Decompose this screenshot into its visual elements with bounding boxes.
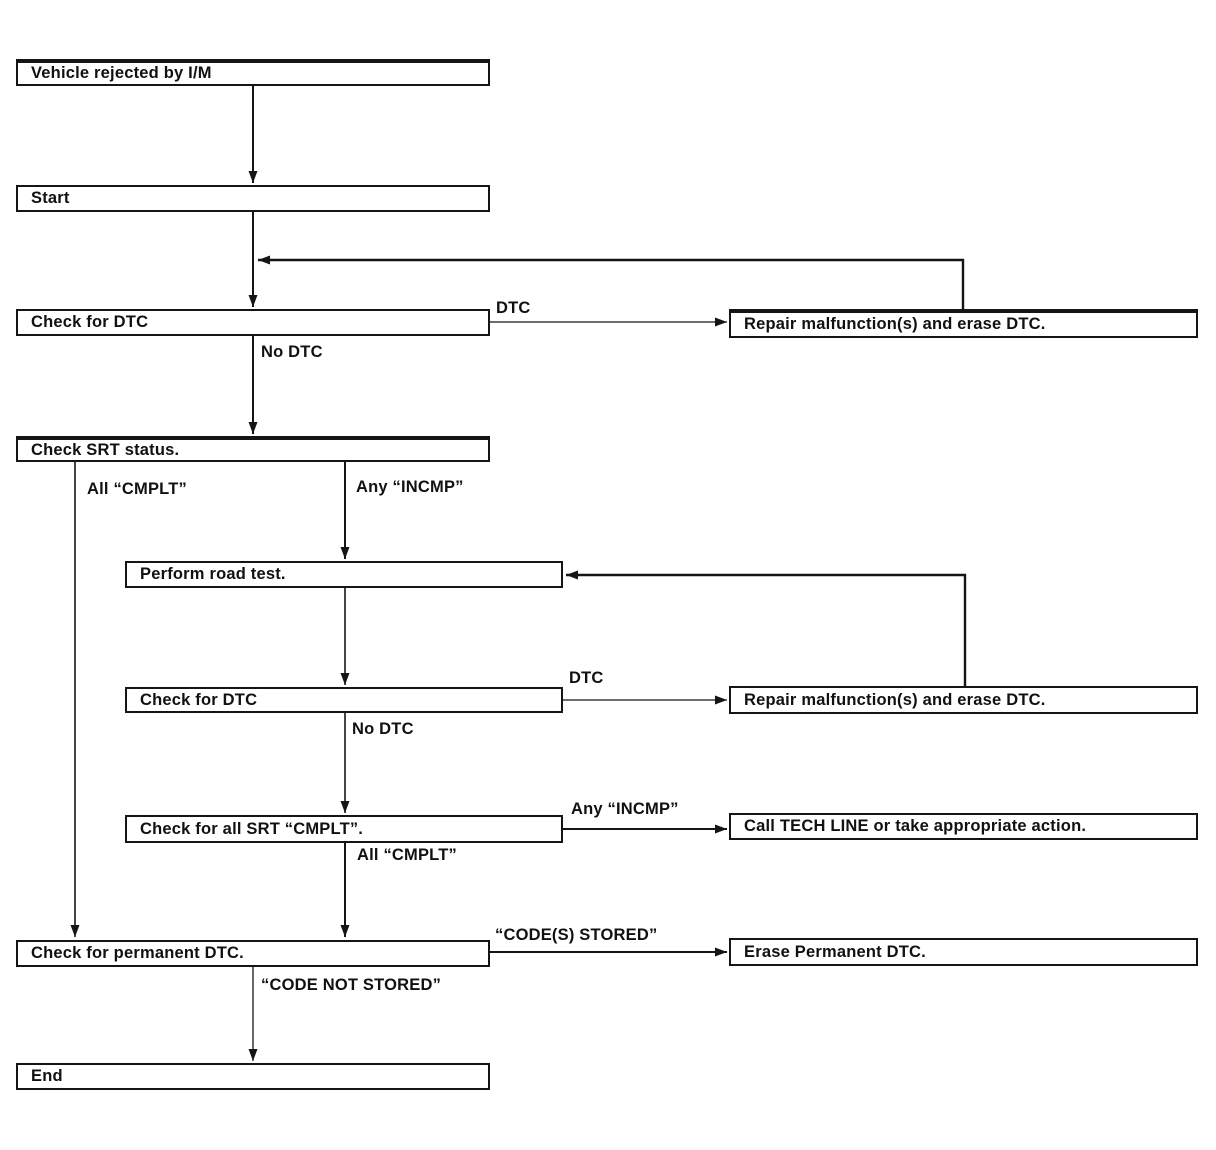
edge-repair1-feedback <box>258 258 965 309</box>
any-incmp-label-1: Any “INCMP” <box>356 478 464 496</box>
edge-repair2-feedback <box>566 573 967 686</box>
arrowhead-repair2-feedback <box>566 570 578 580</box>
check-permanent-dtc-label: Check for permanent DTC. <box>31 944 244 962</box>
vehicle-rejected-box: Vehicle rejected by I/M <box>16 59 490 86</box>
check-srt-status-box: Check SRT status. <box>16 436 490 462</box>
arrowhead-srt-to-permanent-left <box>70 925 80 937</box>
arrowhead-start-to-check-dtc-1 <box>248 295 258 307</box>
check-all-srt-cmplt-box: Check for all SRT “CMPLT”. <box>125 815 563 843</box>
code-not-stored-label: “CODE NOT STORED” <box>261 976 442 994</box>
call-tech-line-box: Call TECH LINE or take appropriate actio… <box>729 813 1198 840</box>
no-dtc-label-1: No DTC <box>261 343 323 361</box>
no-dtc-label-2: No DTC <box>352 720 414 738</box>
call-tech-line-label: Call TECH LINE or take appropriate actio… <box>744 817 1087 835</box>
arrowhead-cmplt-to-permanent <box>340 925 350 937</box>
all-cmplt-label-1: All “CMPLT” <box>87 480 187 498</box>
vehicle-rejected-label: Vehicle rejected by I/M <box>31 64 212 82</box>
end-box: End <box>16 1063 490 1090</box>
arrowhead-permanent-to-end <box>248 1049 258 1061</box>
erase-permanent-dtc-label: Erase Permanent DTC. <box>744 942 926 961</box>
check-dtc-2-box: Check for DTC <box>125 687 563 713</box>
dtc-label-2: DTC <box>569 669 604 687</box>
repair-dtc-1-label: Repair malfunction(s) and erase DTC. <box>744 315 1046 333</box>
end-label: End <box>31 1067 63 1085</box>
check-srt-status-label: Check SRT status. <box>31 440 180 459</box>
arrowhead-check-dtc-2-to-repair2 <box>715 695 727 705</box>
codes-stored-label: “CODE(S) STORED” <box>495 926 658 944</box>
all-cmplt-label-2: All “CMPLT” <box>357 846 457 864</box>
erase-permanent-dtc-box: Erase Permanent DTC. <box>729 938 1198 966</box>
repair-dtc-1-box: Repair malfunction(s) and erase DTC. <box>729 309 1198 338</box>
dtc-label-1: DTC <box>496 299 531 317</box>
arrowhead-srt-to-road-test <box>340 547 350 559</box>
check-dtc-1-box: Check for DTC <box>16 309 490 336</box>
check-dtc-2-label: Check for DTC <box>140 690 258 709</box>
check-dtc-1-label: Check for DTC <box>31 313 149 331</box>
perform-road-test-box: Perform road test. <box>125 561 563 588</box>
arrowhead-permanent-to-erase <box>715 947 727 957</box>
start-label: Start <box>31 189 70 207</box>
arrowhead-repair1-feedback <box>258 255 270 265</box>
perform-road-test-label: Perform road test. <box>140 565 286 583</box>
arrowhead-vehicle-to-start <box>248 171 258 183</box>
arrowhead-check-dtc-1-to-repair1 <box>715 317 727 327</box>
repair-dtc-2-label: Repair malfunction(s) and erase DTC. <box>744 690 1046 709</box>
arrowhead-cmplt-to-tech-line <box>715 824 727 834</box>
any-incmp-label-2: Any “INCMP” <box>571 800 679 818</box>
arrowhead-check-dtc-2-to-cmplt <box>340 801 350 813</box>
check-all-srt-cmplt-label: Check for all SRT “CMPLT”. <box>140 819 364 838</box>
start-box: Start <box>16 185 490 212</box>
check-permanent-dtc-box: Check for permanent DTC. <box>16 940 490 967</box>
arrowhead-road-test-to-check-dtc-2 <box>340 673 350 685</box>
arrowhead-check-dtc-1-to-srt <box>248 422 258 434</box>
repair-dtc-2-box: Repair malfunction(s) and erase DTC. <box>729 686 1198 714</box>
